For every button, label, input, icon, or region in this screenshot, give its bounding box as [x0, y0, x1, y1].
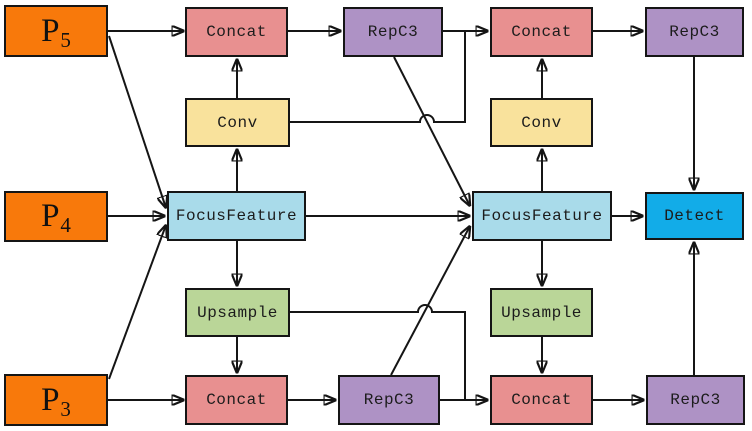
node-concat-bottom-right: Concat — [490, 375, 593, 425]
node-p4-label: P — [41, 198, 60, 234]
edge-p5-focusfeature1 — [108, 35, 166, 208]
node-repc3-top-right: RepC3 — [645, 7, 744, 57]
node-label: RepC3 — [670, 391, 721, 409]
node-label: FocusFeature — [481, 207, 603, 225]
edge-repc3-bm-focusfeature2 — [390, 226, 470, 376]
node-repc3-bottom-right: RepC3 — [646, 375, 745, 425]
node-label: Conv — [217, 113, 258, 132]
node-label: Conv — [521, 113, 562, 132]
node-p4-subscript: 4 — [60, 213, 71, 237]
node-label: Detect — [664, 207, 725, 225]
node-concat-top-right: Concat — [490, 7, 593, 57]
edge-group — [108, 31, 694, 400]
node-label: Concat — [511, 23, 572, 41]
node-upsample-right: Upsample — [490, 288, 593, 337]
edge-p3-focusfeature1 — [108, 225, 166, 380]
node-focusfeature-left: FocusFeature — [167, 191, 306, 241]
node-p5-subscript: 5 — [60, 27, 71, 52]
node-label: Concat — [511, 391, 572, 409]
node-p3-subscript: 3 — [60, 396, 71, 421]
node-label: FocusFeature — [175, 207, 298, 225]
node-repc3-top-middle: RepC3 — [343, 7, 443, 57]
node-label: Upsample — [197, 303, 278, 322]
node-concat-top-left: Concat — [185, 7, 288, 57]
node-label: RepC3 — [363, 391, 415, 409]
node-detect: Detect — [645, 192, 744, 240]
node-conv-right: Conv — [490, 98, 593, 147]
node-label: Upsample — [501, 303, 582, 322]
node-concat-bottom-left: Concat — [185, 375, 288, 425]
edge-upsample1-branch-to-concat-br — [290, 304, 466, 400]
node-conv-left: Conv — [185, 98, 290, 147]
node-p5-label: P — [41, 12, 60, 49]
node-label: RepC3 — [669, 23, 720, 41]
edge-repc3-tm-focusfeature2 — [393, 56, 470, 206]
node-upsample-left: Upsample — [185, 288, 290, 337]
node-label: Concat — [206, 23, 267, 41]
node-repc3-bottom-middle: RepC3 — [338, 375, 440, 425]
node-label: RepC3 — [367, 23, 419, 41]
node-focusfeature-right: FocusFeature — [472, 191, 612, 241]
node-p3-label: P — [41, 381, 60, 418]
edge-conv-l-branch-to-concat-tr — [290, 31, 466, 123]
node-label: Concat — [206, 391, 267, 409]
